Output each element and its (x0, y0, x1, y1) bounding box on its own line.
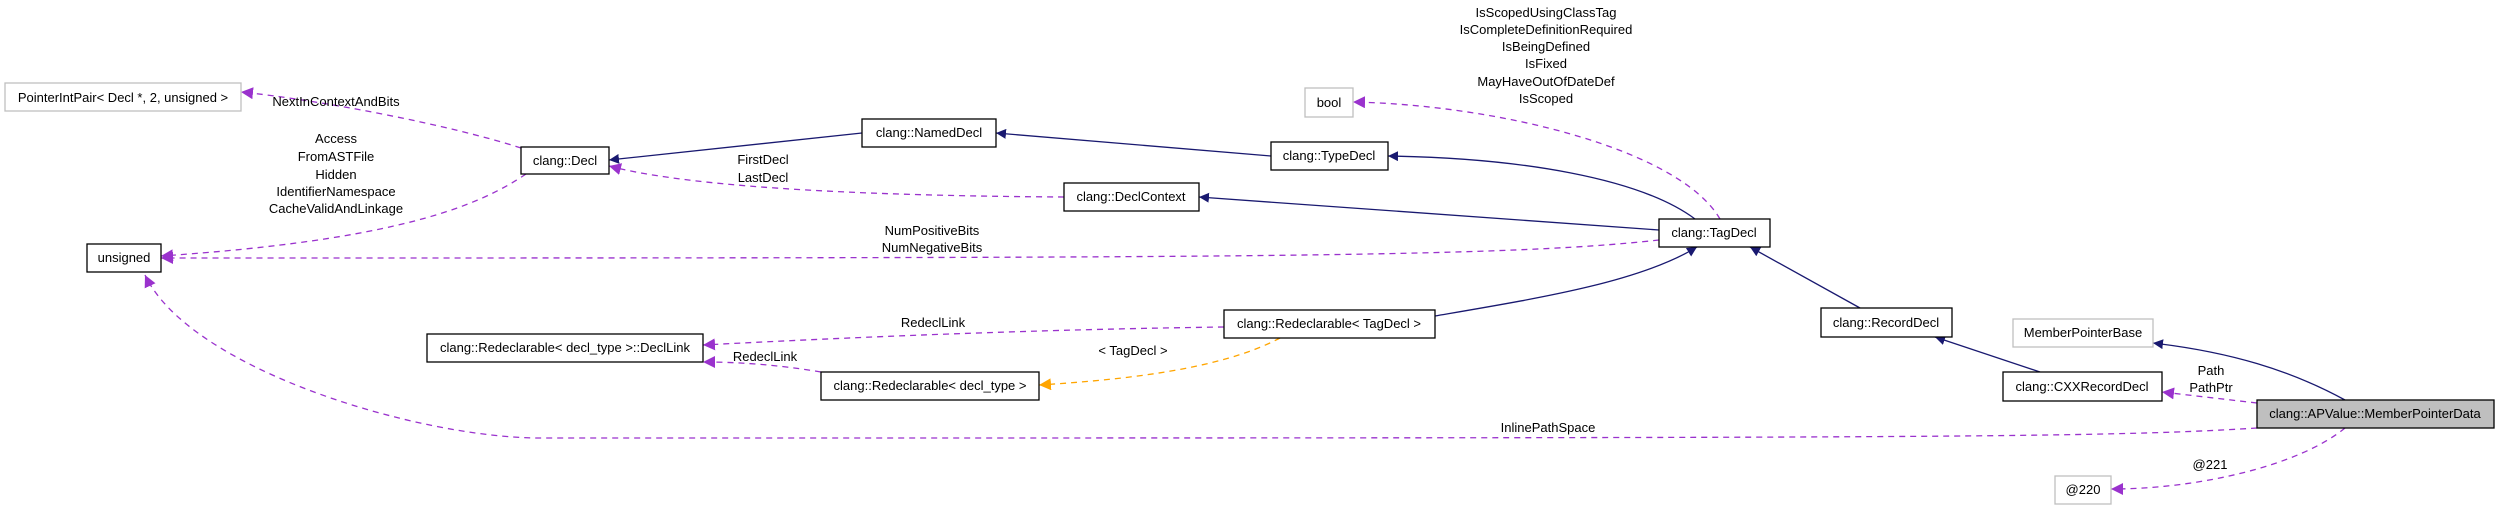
edge-memberpointerdata-to-cxxrecorddecl (2161, 387, 2258, 404)
edge-labels: NextInContextAndBits Access FromASTFile … (269, 5, 2233, 472)
node-label: clang::Redeclarable< decl_type >::DeclLi… (440, 340, 691, 355)
edge-label: FromASTFile (298, 149, 375, 164)
edge-label: FirstDecl (737, 152, 788, 167)
node-memberpointerbase: MemberPointerBase (2012, 318, 2154, 348)
node-pointerintpair: PointerIntPair< Decl *, 2, unsigned > (4, 82, 242, 112)
edge-tagdecl-to-declcontext (1198, 192, 1660, 231)
edge-cxxrecorddecl-to-recorddecl (1934, 335, 2041, 373)
node-label: clang::Redeclarable< TagDecl > (1237, 316, 1421, 331)
edge-redecl-tagdecl-to-tagdecl (1434, 246, 1698, 317)
node-unsigned: unsigned (86, 243, 162, 273)
node-label: clang::DeclContext (1076, 189, 1185, 204)
node-label: @220 (2066, 482, 2101, 497)
node-memberpointerdata: clang::APValue::MemberPointerData (2256, 399, 2495, 429)
edge-memberpointerdata-to-220 (2110, 427, 2346, 495)
edge-label: InlinePathSpace (1501, 420, 1596, 435)
node-label: clang::RecordDecl (1833, 315, 1939, 330)
node-recorddecl[interactable]: clang::RecordDecl (1820, 307, 1953, 338)
edge-label: IdentifierNamespace (276, 184, 395, 199)
edge-decl-to-pointerintpair (240, 87, 522, 149)
node-label: clang::APValue::MemberPointerData (2269, 406, 2481, 421)
edge-label: CacheValidAndLinkage (269, 201, 403, 216)
edge-label: MayHaveOutOfDateDef (1477, 74, 1615, 89)
edge-label: Access (315, 131, 357, 146)
node-decl[interactable]: clang::Decl (520, 146, 610, 175)
edge-label: NextInContextAndBits (272, 94, 400, 109)
node-tagdecl[interactable]: clang::TagDecl (1658, 218, 1771, 248)
edge-decl-to-unsigned (160, 173, 527, 262)
edge-recorddecl-to-tagdecl (1749, 246, 1861, 309)
edge-label: IsFixed (1525, 56, 1567, 71)
edge-declcontext-to-decl (608, 163, 1065, 198)
node-redeclarable-tagdecl[interactable]: clang::Redeclarable< TagDecl > (1223, 309, 1436, 339)
node-typedecl[interactable]: clang::TypeDecl (1270, 141, 1389, 171)
edge-redecl-tagdecl-to-decllink (702, 326, 1225, 351)
edge-label: NumNegativeBits (882, 240, 983, 255)
edge-label: @221 (2193, 457, 2228, 472)
node-label: clang::Redeclarable< decl_type > (834, 378, 1027, 393)
edge-label: < TagDecl > (1098, 343, 1167, 358)
node-redeclarable-decltype[interactable]: clang::Redeclarable< decl_type > (820, 371, 1040, 401)
edge-memberpointerdata-to-memberpointerbase (2152, 339, 2346, 401)
edge-tagdecl-to-typedecl (1387, 151, 1696, 220)
edge-nameddecl-to-decl (608, 132, 863, 164)
node-nameddecl[interactable]: clang::NamedDecl (861, 118, 997, 148)
node-220: @220 (2054, 475, 2112, 505)
edge-label: PathPtr (2189, 380, 2233, 395)
edge-label: Hidden (315, 167, 356, 182)
node-label: bool (1317, 95, 1342, 110)
edge-redecl-decltype-to-decllink (702, 356, 822, 373)
node-label: clang::NamedDecl (876, 125, 982, 140)
edge-label: IsScoped (1519, 91, 1573, 106)
edge-label: IsScopedUsingClassTag (1476, 5, 1617, 20)
node-label: clang::TypeDecl (1283, 148, 1376, 163)
node-cxxrecorddecl[interactable]: clang::CXXRecordDecl (2002, 371, 2163, 402)
edge-label: NumPositiveBits (885, 223, 980, 238)
node-label: unsigned (98, 250, 151, 265)
node-redeclarable-decllink[interactable]: clang::Redeclarable< decl_type >::DeclLi… (426, 333, 704, 363)
edge-memberpointerdata-to-unsigned (144, 274, 2258, 439)
node-label: clang::CXXRecordDecl (2016, 379, 2149, 394)
node-declcontext[interactable]: clang::DeclContext (1063, 182, 1200, 212)
edge-label: IsCompleteDefinitionRequired (1460, 22, 1633, 37)
node-label: MemberPointerBase (2024, 325, 2143, 340)
edge-label: LastDecl (738, 170, 789, 185)
edge-template-instance (1038, 337, 1281, 391)
node-label: PointerIntPair< Decl *, 2, unsigned > (18, 90, 228, 105)
edge-tagdecl-to-bool (1352, 96, 1721, 220)
node-label: clang::TagDecl (1671, 225, 1756, 240)
edge-label: RedeclLink (733, 349, 798, 364)
node-label: clang::Decl (533, 153, 597, 168)
edge-label: RedeclLink (901, 315, 966, 330)
edge-tagdecl-to-unsigned (160, 239, 1660, 264)
edge-label: Path (2198, 363, 2225, 378)
edge-typedecl-to-nameddecl (995, 128, 1272, 157)
node-bool: bool (1304, 87, 1354, 118)
edge-label: IsBeingDefined (1502, 39, 1590, 54)
